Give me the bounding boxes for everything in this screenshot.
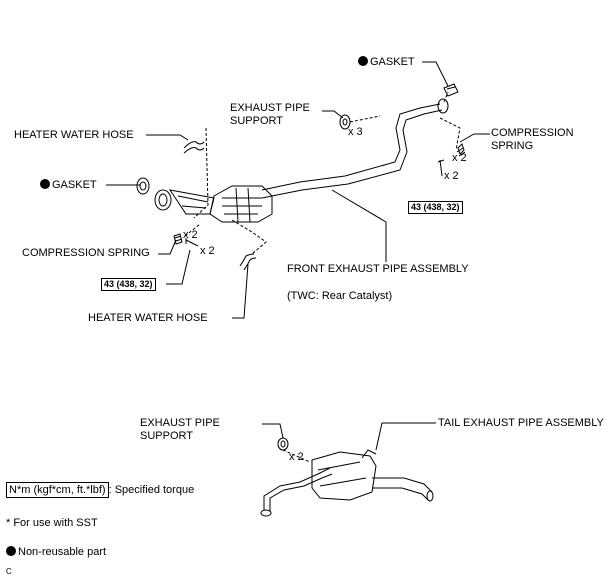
leader-heater-hose-top [146, 134, 189, 141]
corner-mark: C [6, 567, 12, 576]
compression-spring-right-label-2: SPRING [491, 140, 534, 152]
bolt-left-quantity: x 2 [200, 245, 215, 257]
front-exhaust-pipe-assembly [154, 98, 449, 223]
spring-right-quantity: x 2 [452, 152, 467, 164]
heater-hose-top-part [183, 141, 205, 154]
gasket-left-text: GASKET [52, 179, 97, 191]
exhaust-pipe-support-bottom-label-2: SUPPORT [140, 430, 193, 442]
heater-water-hose-bottom-label: HEATER WATER HOSE [88, 312, 208, 324]
non-reusable-legend-text: Non-reusable part [18, 546, 107, 558]
tail-exhaust-pipe-assembly-label: TAIL EXHAUST PIPE ASSEMBLY [438, 417, 604, 429]
twc-note-label: (TWC: Rear Catalyst) [287, 290, 393, 302]
exhaust-pipe-support-bottom-label-1: EXHAUST PIPE [140, 417, 220, 429]
torque-legend: N*m (kgf*cm, ft.*lbf): Specified torque [6, 482, 195, 498]
leader-torque-left [166, 249, 191, 285]
exhaust-pipe-support-top-label-1: EXHAUST PIPE [230, 102, 310, 114]
leader-heater-hose-bottom [232, 263, 249, 319]
leader-tail-pipe [375, 422, 436, 451]
support-bottom-part [277, 437, 289, 451]
heater-hose-bottom-part [239, 253, 257, 271]
support-bottom-quantity: x 2 [289, 451, 304, 463]
spring-right-part [456, 143, 466, 157]
bolt-right-quantity: x 2 [444, 170, 459, 182]
non-reusable-icon [40, 179, 50, 189]
guide-left-bolt [184, 223, 201, 237]
leader-support-bottom [262, 423, 284, 439]
heater-water-hose-top-label: HEATER WATER HOSE [14, 129, 134, 141]
non-reusable-legend: Non-reusable part [6, 546, 106, 559]
exhaust-pipe-support-top-label-2: SUPPORT [230, 115, 283, 127]
non-reusable-icon [6, 546, 16, 556]
leader-spring-left [158, 239, 177, 255]
torque-box-right: 43 (438, 32) [408, 201, 463, 214]
non-reusable-icon [358, 56, 368, 66]
spring-left-part [173, 233, 183, 245]
guide-spring-right [439, 117, 461, 151]
leader-gasket-top [422, 61, 449, 87]
guide-support-top [349, 115, 381, 123]
support-top-quantity: x 3 [348, 126, 363, 138]
front-exhaust-pipe-assembly-label: FRONT EXHAUST PIPE ASSEMBLY [287, 263, 469, 275]
leader-support-top [322, 110, 344, 119]
guide-heater-left [193, 127, 209, 219]
bolt-right-part [437, 159, 445, 177]
sst-note: * For use with SST [6, 517, 98, 529]
leader-spring-right [459, 133, 490, 143]
gasket-top-part [443, 83, 459, 97]
spring-left-quantity: x 2 [183, 229, 198, 241]
gasket-top-label: GASKET [358, 56, 415, 69]
support-top-part [339, 114, 351, 130]
guide-heater-bottom [231, 219, 267, 255]
bolt-left-part [185, 238, 199, 247]
gasket-left-label: GASKET [40, 179, 97, 192]
gasket-left-part [136, 177, 150, 195]
gasket-top-text: GASKET [370, 56, 415, 68]
torque-legend-unit-box: N*m (kgf*cm, ft.*lbf) [6, 482, 109, 498]
compression-spring-right-label-1: COMPRESSION [491, 127, 574, 139]
torque-legend-description: : Specified torque [108, 484, 195, 496]
guide-gasket-flange [443, 91, 449, 103]
tail-exhaust-pipe-assembly [260, 449, 434, 517]
leader-front-pipe [331, 189, 387, 262]
torque-box-left: 43 (438, 32) [101, 278, 156, 291]
compression-spring-left-label: COMPRESSION SPRING [22, 247, 150, 259]
